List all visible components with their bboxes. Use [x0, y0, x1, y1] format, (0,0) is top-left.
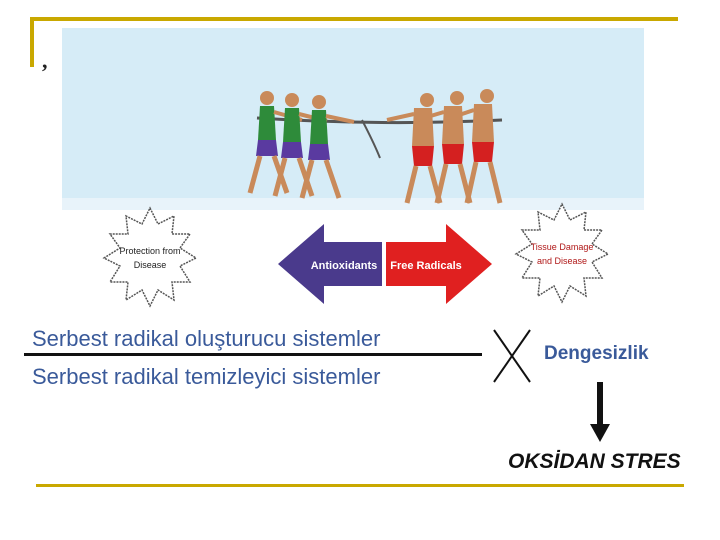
green-team-figures: [247, 91, 355, 199]
right-starburst-line2: and Disease: [537, 256, 587, 266]
left-starburst-line1: Protection from: [119, 246, 180, 256]
arrow-down-icon: [590, 382, 610, 442]
right-starburst: Tissue Damage and Disease: [514, 202, 610, 304]
left-starburst: Protection from Disease: [102, 206, 198, 308]
oxidative-stress-label: OKSİDAN STRES: [508, 450, 681, 473]
free-radicals-arrow-label: Free Radicals: [390, 260, 462, 272]
red-team-figures: [386, 89, 503, 204]
antioxidants-arrow: Antioxidants: [278, 224, 382, 304]
free-radicals-arrow: Free Radicals: [386, 224, 492, 304]
frame-bottom-rule: [36, 484, 684, 487]
frame-top-rule: [30, 17, 678, 21]
fraction-divider: [24, 353, 482, 356]
right-starburst-line1: Tissue Damage: [531, 242, 594, 252]
scavenging-systems-text: Serbest radikal temizleyici sistemler: [32, 364, 381, 389]
antioxidants-arrow-label: Antioxidants: [311, 260, 378, 272]
frame-left-rule: [30, 17, 34, 67]
cross-icon: [493, 329, 531, 383]
comma-mark: ,: [42, 48, 48, 73]
generating-systems-text: Serbest radikal oluşturucu sistemler: [32, 326, 381, 351]
imbalance-label: Dengesizlik: [544, 343, 649, 364]
tug-of-war-illustration: Protection from Disease Antioxidants Fre…: [62, 28, 644, 308]
left-starburst-line2: Disease: [134, 260, 167, 270]
